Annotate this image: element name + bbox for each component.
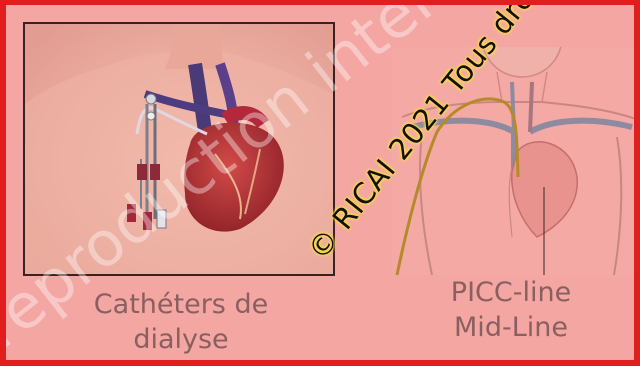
caption-mid-line: Mid-Line	[416, 310, 606, 345]
caption-picc-line: PICC-line	[416, 275, 606, 310]
dialysis-catheter-illustration	[23, 22, 335, 276]
caption-dialysis-catheters: Cathéters de dialyse	[61, 287, 301, 357]
chest-heart-image	[25, 24, 333, 274]
picc-diagram-image	[392, 47, 636, 275]
caption-picc-midline: PICC-line Mid-Line	[416, 275, 606, 345]
picc-line-illustration	[392, 47, 636, 275]
